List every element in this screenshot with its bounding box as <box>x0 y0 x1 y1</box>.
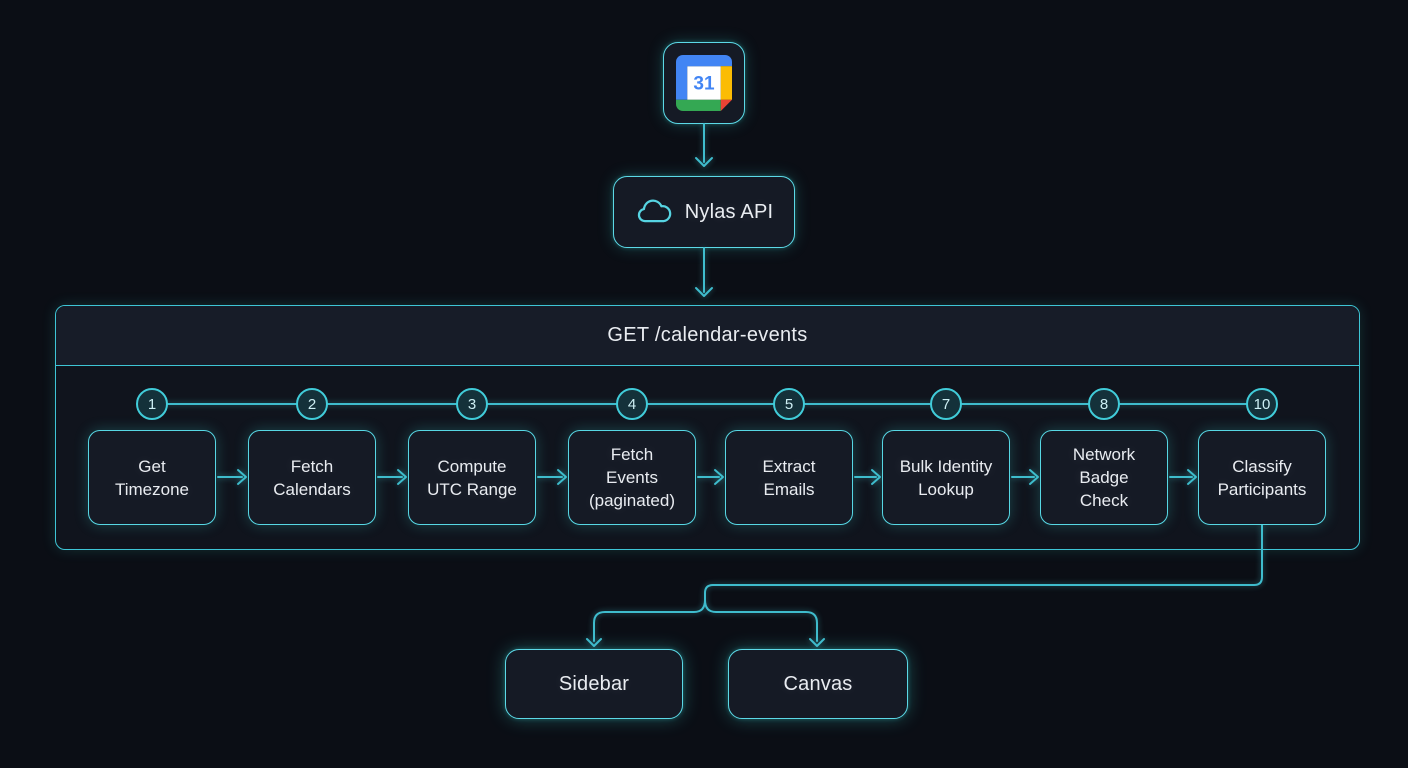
google-calendar-icon: 31 <box>676 55 732 111</box>
sidebar-label: Sidebar <box>558 672 630 695</box>
step-box-classify-participants: Classify Participants <box>1198 430 1326 525</box>
step-number-2: 2 <box>296 388 328 420</box>
edge-nylas-to-pipeline-arrowhead <box>695 287 713 297</box>
calendar-icon-green-bar <box>676 99 721 111</box>
step-number-5: 5 <box>773 388 805 420</box>
edge-fork-right <box>704 599 818 642</box>
canvas-label: Canvas <box>783 672 853 695</box>
pipeline-header: GET /calendar-events <box>56 306 1359 366</box>
step-box-get-timezone: Get Timezone <box>88 430 216 525</box>
step-number-7: 7 <box>930 388 962 420</box>
step-box-fetch-calendars: Fetch Calendars <box>248 430 376 525</box>
edge-fork-right-arrowhead <box>809 638 825 647</box>
sidebar-node: Sidebar <box>505 649 683 719</box>
step-box-compute-utc-range: Compute UTC Range <box>408 430 536 525</box>
step-number-4: 4 <box>616 388 648 420</box>
edge-fork-left-arrowhead <box>586 638 602 647</box>
cloud-icon <box>635 199 673 225</box>
step-number-1: 1 <box>136 388 168 420</box>
calendar-icon-fold <box>720 99 732 111</box>
google-calendar-node: 31 <box>663 42 745 124</box>
pipeline-title: GET /calendar-events <box>607 324 808 346</box>
step-number-3: 3 <box>456 388 488 420</box>
calendar-icon-day-number: 31 <box>693 74 715 95</box>
canvas-node: Canvas <box>728 649 908 719</box>
step-box-network-badge-check: Network Badge Check <box>1040 430 1168 525</box>
nylas-api-node: Nylas API <box>613 176 795 248</box>
step-number-8: 8 <box>1088 388 1120 420</box>
step-box-bulk-identity-lookup: Bulk Identity Lookup <box>882 430 1010 525</box>
calendar-icon-page <box>687 66 721 100</box>
step-box-extract-emails: Extract Emails <box>725 430 853 525</box>
step-number-10: 10 <box>1246 388 1278 420</box>
calendar-icon-yellow-bar <box>720 66 732 100</box>
step-box-fetch-events: Fetch Events (paginated) <box>568 430 696 525</box>
edge-calendar-to-nylas-arrowhead <box>695 157 713 167</box>
edge-fork-left <box>593 599 706 642</box>
nylas-api-label: Nylas API <box>684 200 774 223</box>
